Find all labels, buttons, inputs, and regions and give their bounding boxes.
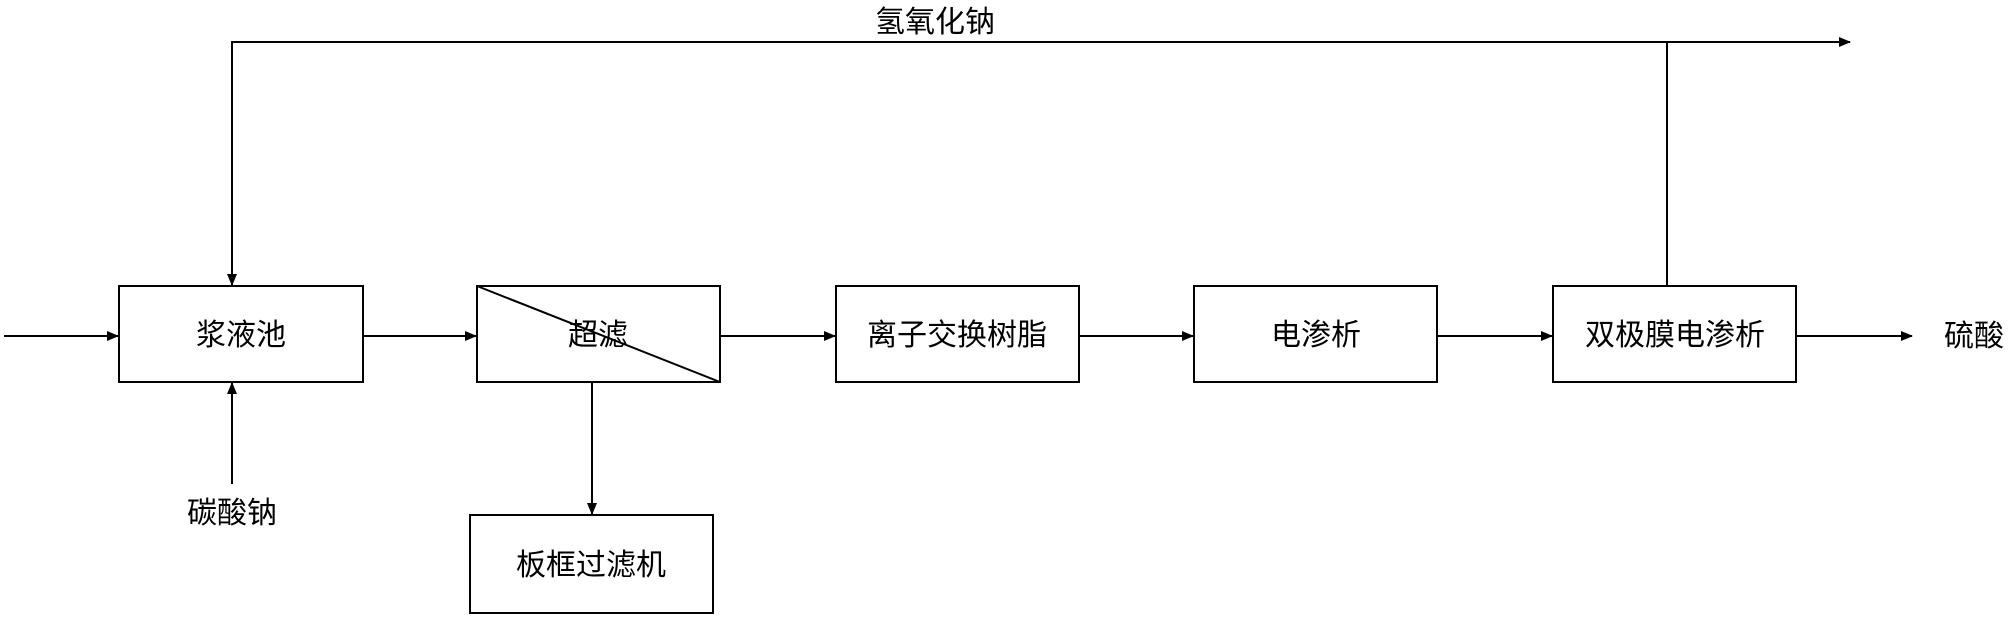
- bipolar-electrodialysis-box: 双极膜电渗析: [1552, 285, 1797, 383]
- sodium-hydroxide-recycle-line: [227, 41, 1668, 286]
- ultrafiltration-label: 超滤: [568, 318, 628, 353]
- ion-exchange-box: 离子交换树脂: [835, 285, 1080, 383]
- sulfuric-acid-label: 硫酸: [1944, 319, 2004, 354]
- bipolar-electrodialysis-label: 双极膜电渗析: [1585, 318, 1765, 353]
- ultrafiltration-membrane-diagonal: [476, 285, 721, 383]
- electrodialysis-box: 电渗析: [1193, 285, 1438, 383]
- ultrafiltration-box: 超滤: [476, 285, 721, 383]
- ion-exchange-label: 离子交换树脂: [867, 318, 1047, 353]
- slurry-tank-box: 浆液池: [118, 285, 364, 383]
- slurry-tank-label: 浆液池: [196, 318, 286, 353]
- electrodialysis-label: 电渗析: [1271, 318, 1361, 353]
- plate-frame-filter-label: 板框过滤机: [516, 548, 666, 583]
- plate-frame-filter-box: 板框过滤机: [469, 514, 714, 614]
- sodium-hydroxide-label: 氢氧化钠: [875, 5, 995, 40]
- sodium-carbonate-label: 碳酸钠: [187, 496, 277, 531]
